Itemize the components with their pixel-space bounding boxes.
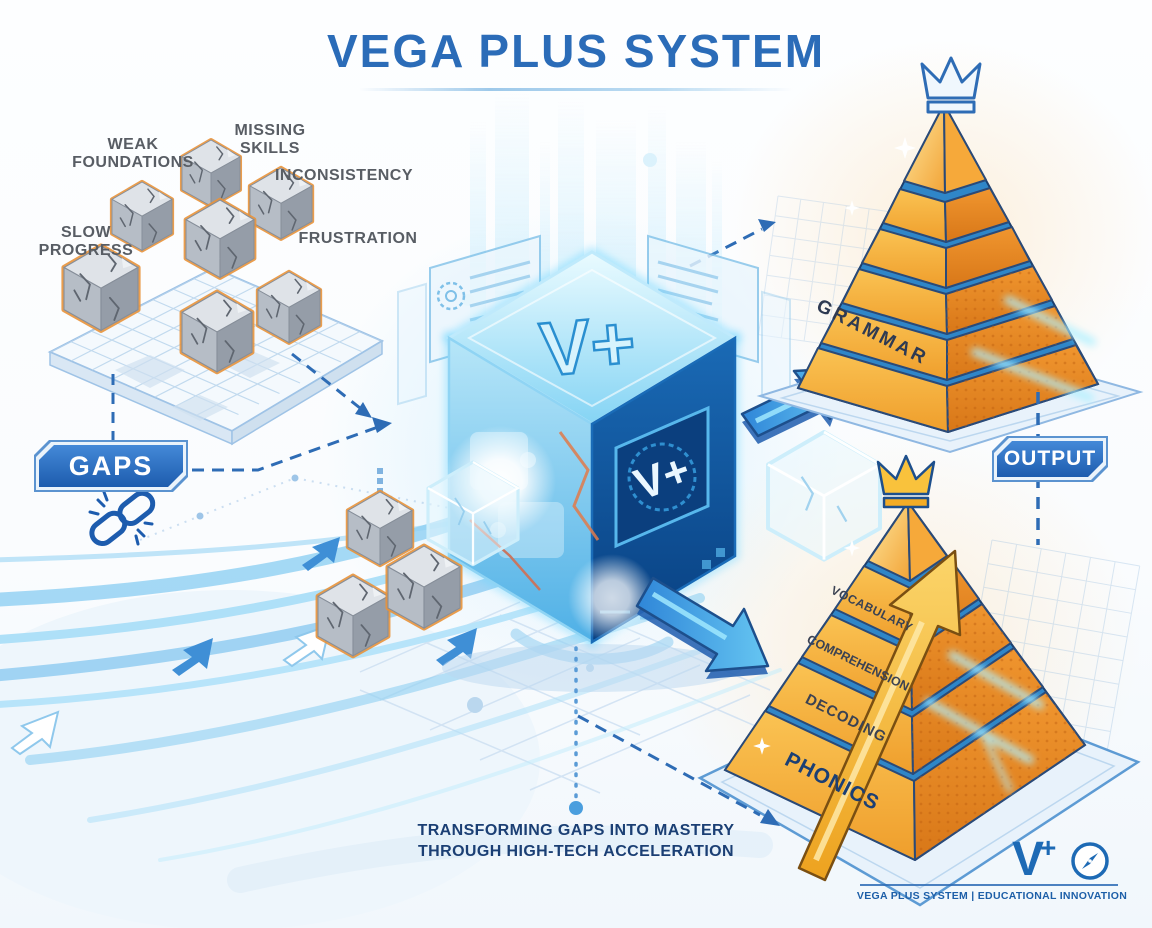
crown-gold-icon bbox=[876, 454, 936, 509]
output-badge-label: OUTPUT bbox=[997, 441, 1103, 477]
footer-rule bbox=[860, 884, 1118, 886]
stream-arrow-icon bbox=[172, 537, 477, 676]
page-title: VEGA PLUS SYSTEM bbox=[326, 25, 826, 77]
label-frustration: FRUSTRATION bbox=[298, 230, 418, 247]
v-plus-logo-plus: + bbox=[1040, 832, 1057, 863]
cracked-block bbox=[388, 546, 460, 628]
label-weak-foundations: WEAK FOUNDATIONS bbox=[72, 136, 194, 172]
cracked-block bbox=[258, 272, 320, 343]
gear-icon bbox=[436, 281, 466, 311]
label-missing-skills: MISSING SKILLS bbox=[234, 122, 306, 158]
tagline: TRANSFORMING GAPS INTO MASTERY THROUGH H… bbox=[417, 822, 735, 861]
cube-front-logo-panel: V+ bbox=[614, 405, 710, 549]
broken-chain-icon bbox=[88, 490, 156, 547]
cracked-block bbox=[186, 200, 254, 278]
v-plus-logo: V + bbox=[1012, 832, 1057, 886]
cube-top-logo: V+ bbox=[537, 300, 639, 393]
label-slow-progress: SLOW PROGRESS bbox=[38, 224, 134, 260]
title-underline bbox=[358, 88, 794, 91]
cracked-block bbox=[318, 576, 388, 656]
output-badge: OUTPUT bbox=[992, 436, 1108, 482]
mastery-pyramid bbox=[697, 454, 1141, 907]
gaps-badge: GAPS bbox=[34, 440, 188, 492]
footer-caption: VEGA PLUS SYSTEM | EDUCATIONAL INNOVATIO… bbox=[856, 890, 1128, 902]
gold-arrow-icon bbox=[797, 549, 962, 882]
dashed-connectors-left bbox=[111, 219, 776, 472]
grammar-pyramid bbox=[756, 56, 1144, 454]
vega-cube: V+ V+ bbox=[440, 246, 744, 692]
holo-panel-side bbox=[397, 282, 791, 406]
v-plus-logo-v: V bbox=[1012, 833, 1045, 886]
cracked-block bbox=[348, 492, 412, 565]
arrow-down-right-icon bbox=[635, 576, 770, 679]
dashed-connectors-right bbox=[569, 392, 1040, 826]
cracked-block bbox=[182, 292, 252, 372]
gaps-badge-label: GAPS bbox=[39, 445, 183, 487]
label-inconsistency: INCONSISTENCY bbox=[274, 167, 414, 184]
crown-outline-icon bbox=[920, 56, 982, 114]
compass-icon bbox=[1071, 842, 1109, 880]
